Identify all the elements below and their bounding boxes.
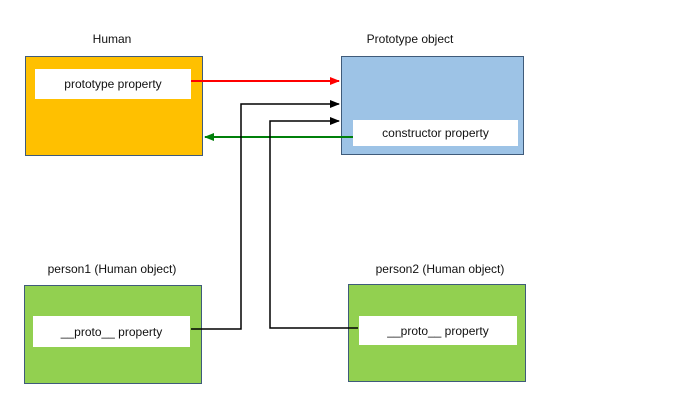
person2-proto-link-arrow xyxy=(269,117,358,329)
constructor-property-slot: constructor property xyxy=(353,120,518,146)
person2-box: __proto__ property xyxy=(348,284,526,382)
person1-box: __proto__ property xyxy=(24,285,202,384)
prototype-object-title: Prototype object xyxy=(366,32,454,46)
person1-title: person1 (Human object) xyxy=(47,262,177,276)
prototype-property-slot: prototype property xyxy=(35,69,191,99)
person1-proto-slot: __proto__ property xyxy=(33,316,190,347)
prototype-object-box: constructor property xyxy=(341,56,524,155)
person2-proto-slot: __proto__ property xyxy=(359,316,517,345)
human-title: Human xyxy=(92,32,132,46)
person2-title: person2 (Human object) xyxy=(375,262,505,276)
human-box: prototype property xyxy=(25,56,203,156)
person1-proto-link-arrow xyxy=(191,100,340,330)
